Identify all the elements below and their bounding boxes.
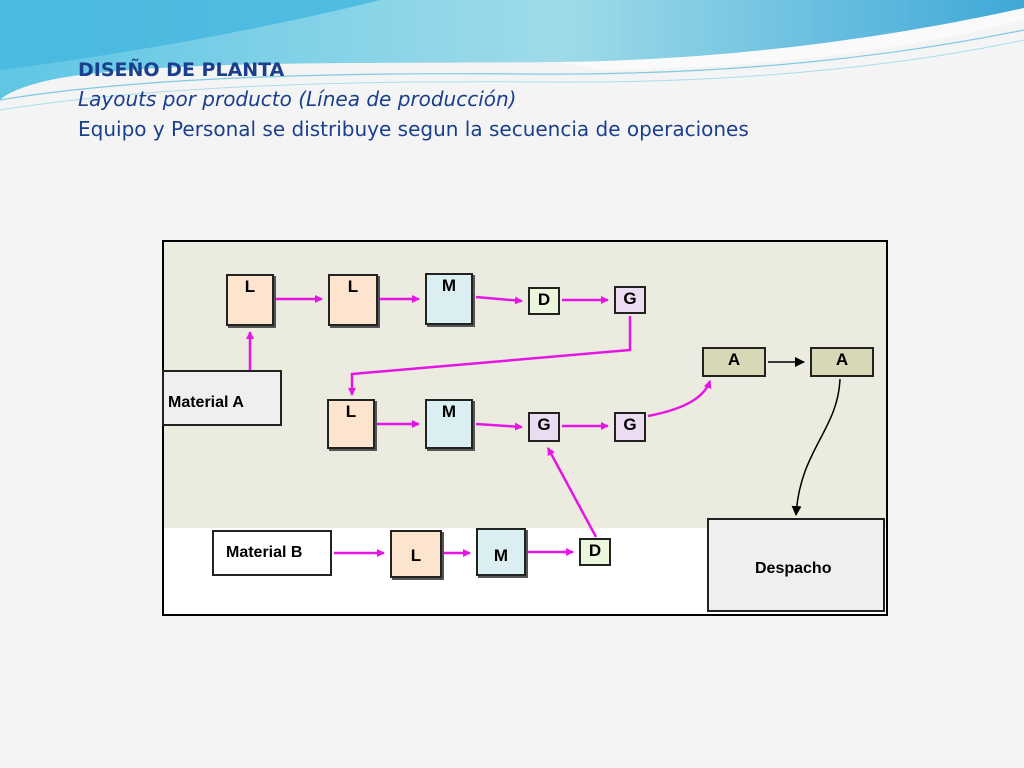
row1-lathe-1: L	[226, 274, 274, 326]
row2-mill: M	[425, 399, 473, 449]
header-wave-decoration	[0, 0, 1024, 111]
dispatch-area: Despacho	[707, 518, 885, 612]
row2-grinder-2: G	[614, 412, 646, 442]
assembly-station-1: A	[702, 347, 766, 377]
row1-drill: D	[528, 287, 560, 315]
material-b-input: Material B	[212, 530, 332, 576]
row1-grinder: G	[614, 286, 646, 314]
row3-drill: D	[579, 538, 611, 566]
slide-title-block: DISEÑO DE PLANTA Layouts por producto (L…	[78, 56, 749, 144]
slide-description: Equipo y Personal se distribuye segun la…	[78, 117, 749, 141]
row2-lathe: L	[327, 399, 375, 449]
row1-lathe-2: L	[328, 274, 378, 326]
row3-lathe: L	[390, 530, 442, 578]
slide-subtitle: Layouts por producto (Línea de producció…	[78, 87, 517, 111]
material-a-input: Material A	[162, 370, 282, 426]
row2-grinder-1: G	[528, 412, 560, 442]
assembly-station-2: A	[810, 347, 874, 377]
slide-title: DISEÑO DE PLANTA	[78, 59, 285, 81]
row1-mill: M	[425, 273, 473, 325]
row3-mill: M	[476, 528, 526, 576]
